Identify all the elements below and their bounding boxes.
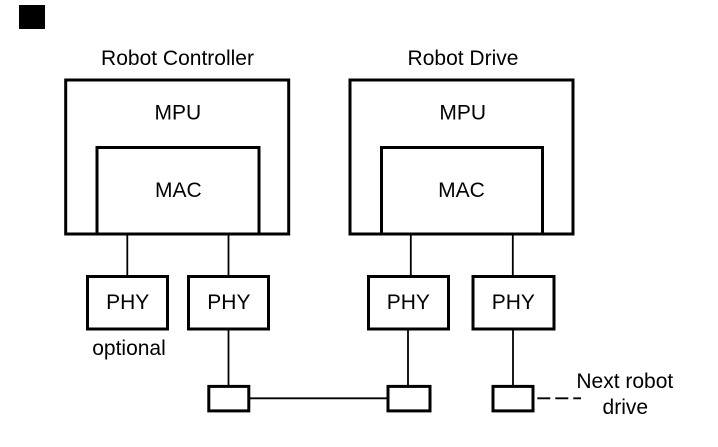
svg-text:PHY: PHY bbox=[387, 291, 430, 314]
svg-text:optional: optional bbox=[92, 337, 166, 360]
svg-text:Robot Drive: Robot Drive bbox=[408, 47, 519, 70]
svg-text:MAC: MAC bbox=[438, 179, 485, 202]
svg-text:PHY: PHY bbox=[106, 291, 149, 314]
svg-text:MPU: MPU bbox=[154, 102, 201, 125]
svg-text:Robot Controller: Robot Controller bbox=[101, 47, 254, 70]
svg-text:drive: drive bbox=[603, 396, 649, 419]
svg-text:Next robot: Next robot bbox=[576, 370, 673, 393]
svg-text:PHY: PHY bbox=[492, 291, 535, 314]
svg-text:MAC: MAC bbox=[155, 179, 202, 202]
svg-text:PHY: PHY bbox=[207, 291, 250, 314]
svg-text:MPU: MPU bbox=[439, 102, 486, 125]
